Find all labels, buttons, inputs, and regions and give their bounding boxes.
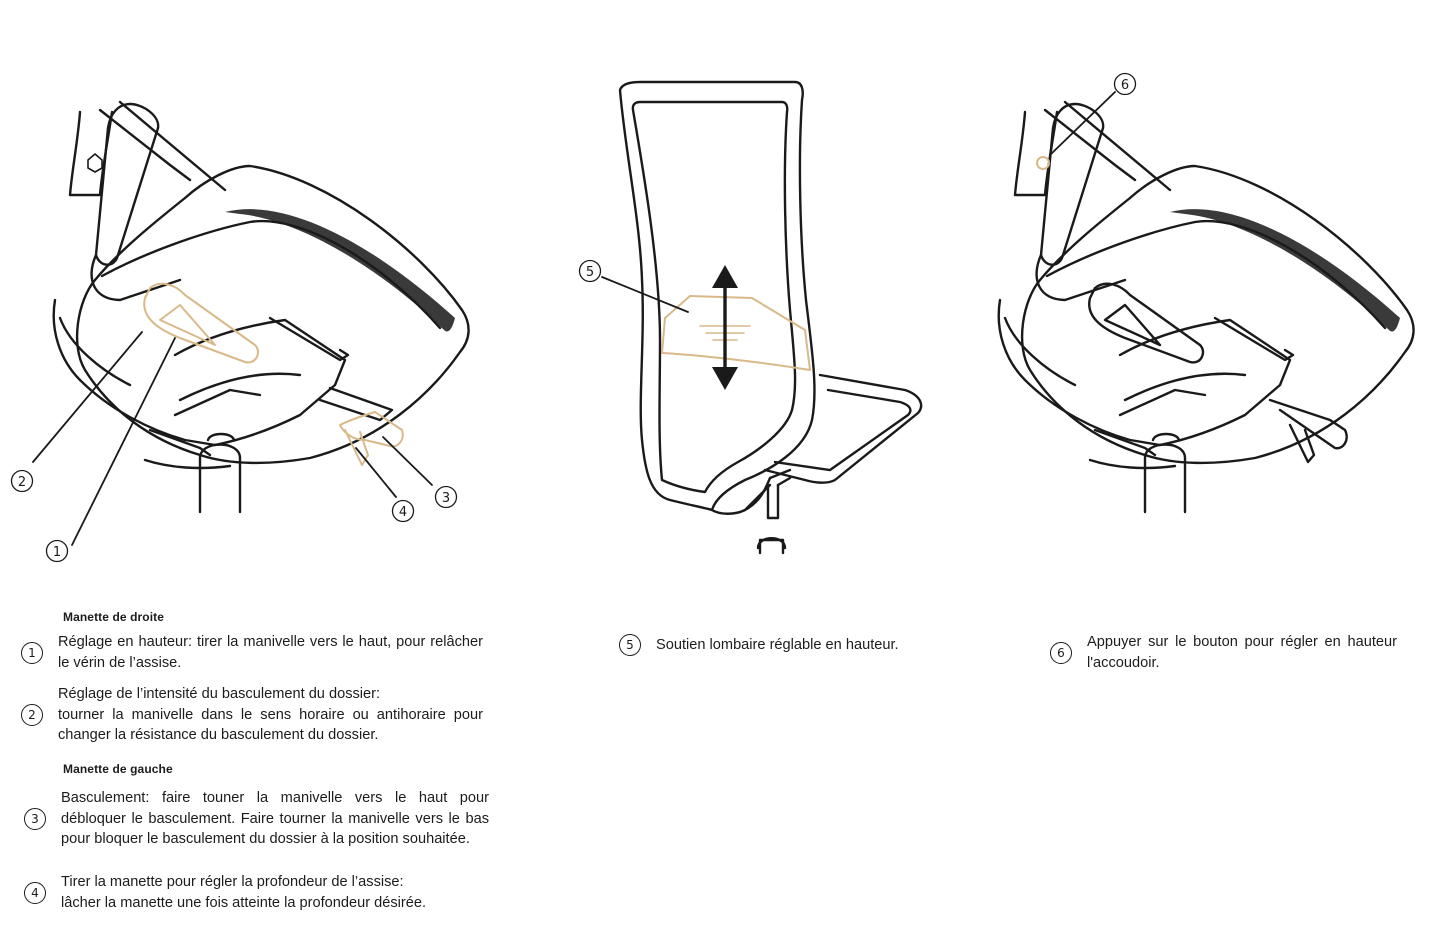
legend-item-2-line-3: changer la résistance du basculement du … (58, 727, 379, 743)
svg-text:4: 4 (399, 505, 407, 520)
legend-item-3: 3 Basculement: faire touner la manivelle… (24, 788, 490, 850)
svg-text:1: 1 (53, 545, 61, 560)
callout-4: 4 (391, 499, 415, 523)
left-handle-heading: Manette de gauche (63, 762, 173, 776)
legend-item-3-line-1: Basculement: faire touner la manivelle v… (61, 790, 489, 806)
legend-item-3-line-2: débloquer le basculement. Faire tourner … (61, 810, 489, 827)
legend-number-3: 3 (24, 807, 46, 830)
legend-item-1-line-1: Réglage en hauteur: tirer la manivelle v… (58, 634, 483, 650)
legend-number-2: 2 (21, 703, 43, 726)
callout-6: 6 (1113, 72, 1137, 96)
legend-item-5: 5 Soutien lombaire réglable en hauteur. (619, 634, 949, 656)
legend-item-2-line-2: tourner la manivelle dans le sens horair… (58, 706, 483, 723)
legend-item-2-line-1: Réglage de l’intensité du basculement du… (58, 686, 381, 702)
svg-text:2: 2 (18, 475, 26, 490)
right-chair-illustration: 6 (997, 72, 1415, 514)
callout-1: 1 (45, 539, 69, 563)
legend-item-3-line-3: pour bloquer le basculement du dossier à… (61, 831, 470, 847)
legend-item-4-line-1: Tirer la manette pour régler la profonde… (61, 874, 404, 890)
svg-text:6: 6 (1121, 78, 1129, 93)
legend-item-1-line-2: le vérin de l’assise. (58, 654, 182, 671)
callout-5: 5 (578, 259, 602, 283)
legend-item-1: 1 Réglage en hauteur: tirer la manivelle… (21, 632, 487, 673)
left-chair-illustration: 1 2 3 4 (10, 100, 470, 563)
svg-text:3: 3 (442, 491, 450, 506)
legend-number-1: 1 (21, 641, 43, 664)
legend-item-4-line-2: lâcher la manette une fois atteinte la p… (61, 894, 427, 911)
right-handle-heading: Manette de droite (63, 610, 165, 624)
legend-item-6: 6 Appuyer sur le bouton pour régler en h… (1050, 632, 1430, 673)
legend-item-4: 4 Tirer la manette pour régler la profon… (24, 872, 490, 913)
callout-2: 2 (10, 469, 34, 493)
legend-item-2: 2 Réglage de l’intensité du basculement … (21, 684, 487, 746)
legend-item-5-line-1: Soutien lombaire réglable en hauteur. (656, 636, 899, 653)
legend-number-5: 5 (619, 634, 641, 656)
callout-3: 3 (434, 485, 458, 509)
legend-item-6-line-1: Appuyer sur le bouton pour régler en hau… (1087, 634, 1397, 650)
legend-number-4: 4 (24, 881, 46, 904)
svg-text:5: 5 (586, 265, 594, 280)
legend-number-6: 6 (1050, 641, 1072, 664)
middle-chair-illustration: 5 (578, 80, 923, 555)
legend-item-6-line-2: l'accoudoir. (1087, 654, 1160, 671)
